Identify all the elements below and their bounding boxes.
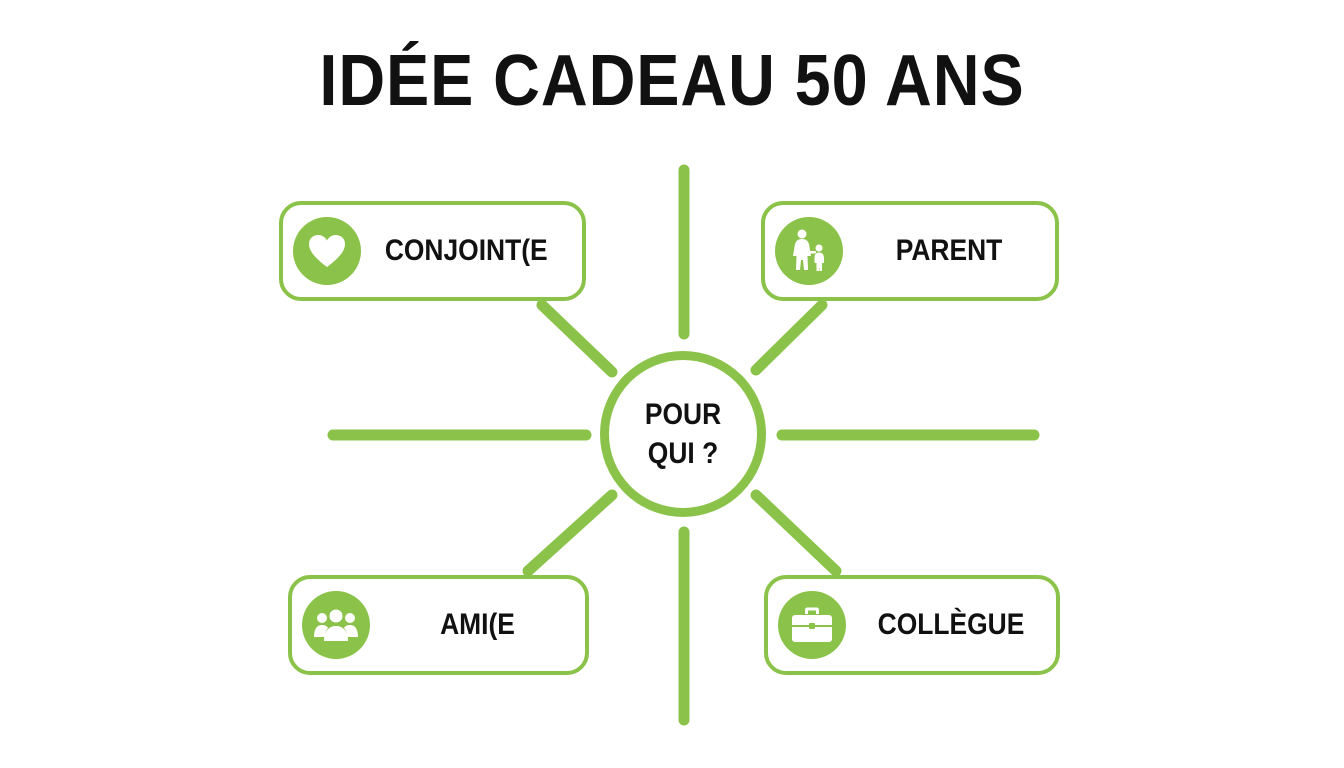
parent-child-icon (775, 217, 843, 285)
card-parent: PARENT (761, 201, 1059, 301)
page-title: IDÉE CADEAU 50 ANS (319, 41, 1025, 121)
connector-to-collegue (750, 489, 842, 577)
hub-label: POUR QUI ? (635, 395, 732, 473)
hub-label-line2: QUI ? (647, 437, 719, 470)
center-hub: POUR QUI ? (600, 351, 766, 517)
card-label-parent: PARENT (895, 234, 1003, 267)
connector-to-conjoint (536, 299, 618, 378)
group-icon (302, 591, 370, 659)
card-label-ami: AMI(E (440, 608, 515, 641)
card-collegue: COLLÈGUE (764, 575, 1060, 675)
hub-label-line1: POUR (644, 398, 722, 431)
card-ami: AMI(E (288, 575, 589, 675)
briefcase-icon (778, 591, 846, 659)
connector-to-parent (750, 299, 828, 376)
card-label-collegue: COLLÈGUE (877, 608, 1025, 641)
card-conjoint: CONJOINT(E (279, 201, 586, 301)
heart-icon (293, 217, 361, 285)
card-label-conjoint: CONJOINT(E (384, 234, 548, 267)
connector-to-ami (522, 489, 618, 577)
